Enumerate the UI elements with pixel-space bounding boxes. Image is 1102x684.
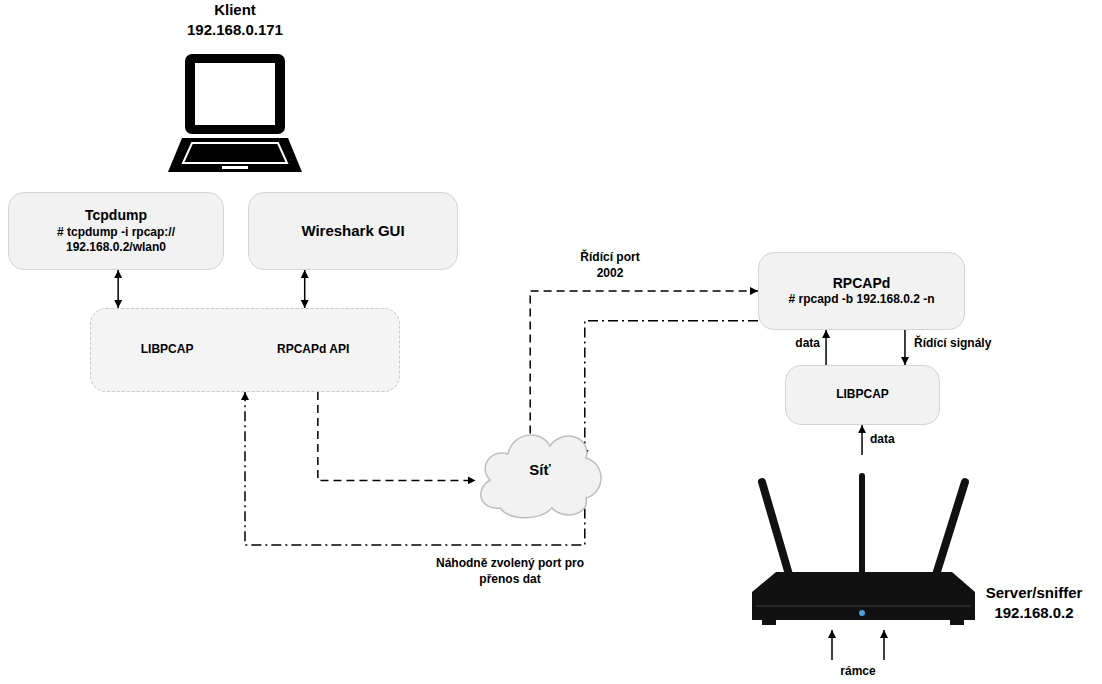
connector-label: data — [786, 336, 820, 352]
server-caption: Server/sniffer 192.168.0.2 — [978, 583, 1090, 622]
node-title: LIBPCAP — [141, 342, 194, 358]
node-title: Síť — [529, 460, 550, 480]
connector — [585, 321, 758, 458]
connector — [861, 425, 863, 455]
cloud-shape — [481, 435, 601, 518]
connector — [825, 330, 827, 365]
connector-label: Náhodně zvolený port pro přenos dat — [435, 556, 585, 587]
frame-arrows — [832, 630, 884, 660]
connector — [530, 291, 758, 434]
node-title: Wireshark GUI — [301, 221, 404, 241]
router-icon — [752, 476, 975, 625]
frames-label: rámce — [834, 664, 882, 680]
connector — [245, 392, 585, 545]
connector-label: Řídící signály — [914, 336, 1044, 352]
laptop-icon — [168, 54, 302, 172]
connector — [318, 392, 476, 480]
process-box: Wireshark GUI — [248, 192, 458, 270]
node-title: Klient 192.168.0.171 — [178, 0, 293, 39]
network-cloud: Síť — [470, 418, 610, 522]
node-title: LIBPCAP — [836, 387, 889, 403]
connector-label: data — [870, 432, 910, 448]
server-node: Server/sniffer 192.168.0.2 — [740, 455, 1100, 662]
connector — [304, 270, 306, 308]
connector-label: Řídící port 2002 — [570, 250, 650, 281]
process-box: RPCAPd# rpcapd -b 192.168.0.2 -n — [758, 252, 965, 330]
node-title: RPCAPd — [833, 274, 891, 292]
connector — [117, 270, 119, 308]
library-group: LIBPCAP RPCAPd API — [90, 308, 400, 392]
node-title: Server/sniffer 192.168.0.2 — [978, 583, 1090, 622]
node-text: RPCAPd API — [277, 342, 349, 358]
process-box: Tcpdump# tcpdump -i rpcap:// 192.168.0.2… — [8, 192, 224, 270]
node-title: Tcpdump — [85, 206, 147, 224]
node-text: # tcpdump -i rpcap:// 192.168.0.2/wlan0 — [19, 225, 213, 256]
node-text: # rpcapd -b 192.168.0.2 -n — [788, 292, 934, 308]
connector — [904, 330, 906, 365]
library-box: LIBPCAP — [785, 365, 940, 425]
client-label: Klient 192.168.0.171 — [160, 0, 310, 50]
